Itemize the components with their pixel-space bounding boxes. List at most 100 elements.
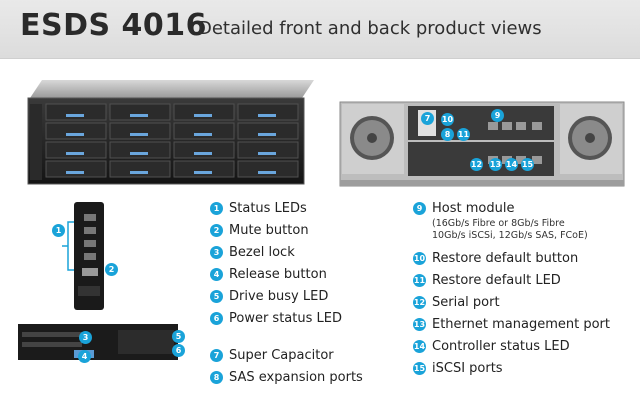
legend-number: 3 [210,246,223,259]
legend-item: 13 Ethernet management port [413,317,610,332]
drive-led [194,171,212,174]
legend-item: 12 Serial port [413,295,500,310]
legend-label: Super Capacitor [229,348,334,363]
drive-led [130,171,148,174]
legend-item: 7 Super Capacitor [210,348,334,363]
drive-tray [237,103,299,121]
drive-tray [45,160,107,178]
legend-item: 3 Bezel lock [210,245,295,260]
drive-tray [173,103,235,121]
legend-item: 10 Restore default button [413,251,578,266]
legend-label: Controller status LED [432,339,570,354]
drive-tray [45,122,107,140]
callout-badge: 4 [78,350,91,363]
drive-tray [237,160,299,178]
bracket-line [62,221,74,271]
legend-number: 4 [210,268,223,281]
legend-label: Release button [229,267,327,282]
drive-tray [109,160,171,178]
drive-led [258,114,276,117]
callout-badge: 1 [52,224,65,237]
drive-tray [173,141,235,159]
callout-badge: 13 [489,158,502,171]
legend-item: 11 Restore default LED [413,273,561,288]
drive-tray [109,122,171,140]
legend-number: 14 [413,340,426,353]
legend-item: 1 Status LEDs [210,201,307,216]
legend-label: Restore default button [432,251,579,266]
drive-led [194,152,212,155]
legend-number: 11 [413,274,426,287]
page-title: ESDS 4016 [20,8,208,43]
legend-label: Restore default LED [432,273,561,288]
front-panel-closeup [72,200,108,312]
legend-label: iSCSI ports [432,361,503,376]
drive-tray [109,103,171,121]
legend-label: SAS expansion ports [229,370,363,385]
callout-badge: 10 [441,113,454,126]
rear-view-image [338,100,626,188]
legend-item: 6 Power status LED [210,311,342,326]
legend-label: Status LEDs [229,201,307,216]
drive-tray [237,141,299,159]
legend-item: 14 Controller status LED [413,339,570,354]
front-view-image [18,78,318,188]
callout-badge: 6 [172,344,185,357]
legend-number: 13 [413,318,426,331]
legend-label: Ethernet management port [432,317,610,332]
drive-led [194,133,212,136]
legend-number: 6 [210,312,223,325]
header-bar: ESDS 4016 Detailed front and back produc… [0,0,640,59]
callout-badge: 14 [505,158,518,171]
legend-label: Drive busy LED [229,289,329,304]
callout-badge: 15 [521,158,534,171]
drive-led [258,171,276,174]
legend-label: Power status LED [229,311,342,326]
legend-label: Mute button [229,223,309,238]
legend-item: 2 Mute button [210,223,309,238]
legend-number: 12 [413,296,426,309]
legend-label: Bezel lock [229,245,295,260]
legend-note: 10Gb/s iSCSi, 12Gb/s SAS, FCoE) [432,230,588,241]
drive-tray [173,160,235,178]
callout-badge: 8 [441,128,454,141]
legend-label: Host module [432,201,515,216]
legend-number: 5 [210,290,223,303]
legend-number: 9 [413,202,426,215]
drive-tray [237,122,299,140]
drive-tray [45,103,107,121]
callout-badge: 7 [421,112,434,125]
drive-led [66,171,84,174]
legend-label: Serial port [432,295,500,310]
bezel-closeup [18,322,178,362]
legend-item: 5 Drive busy LED [210,289,328,304]
legend-item: 8 SAS expansion ports [210,370,363,385]
drive-tray [173,122,235,140]
legend-number: 1 [210,202,223,215]
drive-led [130,133,148,136]
drive-led [194,114,212,117]
drive-led [66,114,84,117]
drive-led [258,133,276,136]
drive-led [130,152,148,155]
legend-number: 8 [210,371,223,384]
drive-led [66,133,84,136]
drive-led [258,152,276,155]
callout-badge: 5 [172,330,185,343]
legend-item: 4 Release button [210,267,327,282]
page-subtitle: Detailed front and back product views [198,18,542,39]
legend-number: 2 [210,224,223,237]
drive-tray [45,141,107,159]
legend-item: 9 Host module [413,201,514,216]
legend-number: 10 [413,252,426,265]
callout-badge: 11 [457,128,470,141]
callout-badge: 12 [470,158,483,171]
callout-badge: 2 [105,263,118,276]
callout-badge: 3 [79,331,92,344]
drive-led [130,114,148,117]
drive-led [66,152,84,155]
drive-tray [109,141,171,159]
legend-number: 7 [210,349,223,362]
callout-badge: 9 [491,109,504,122]
